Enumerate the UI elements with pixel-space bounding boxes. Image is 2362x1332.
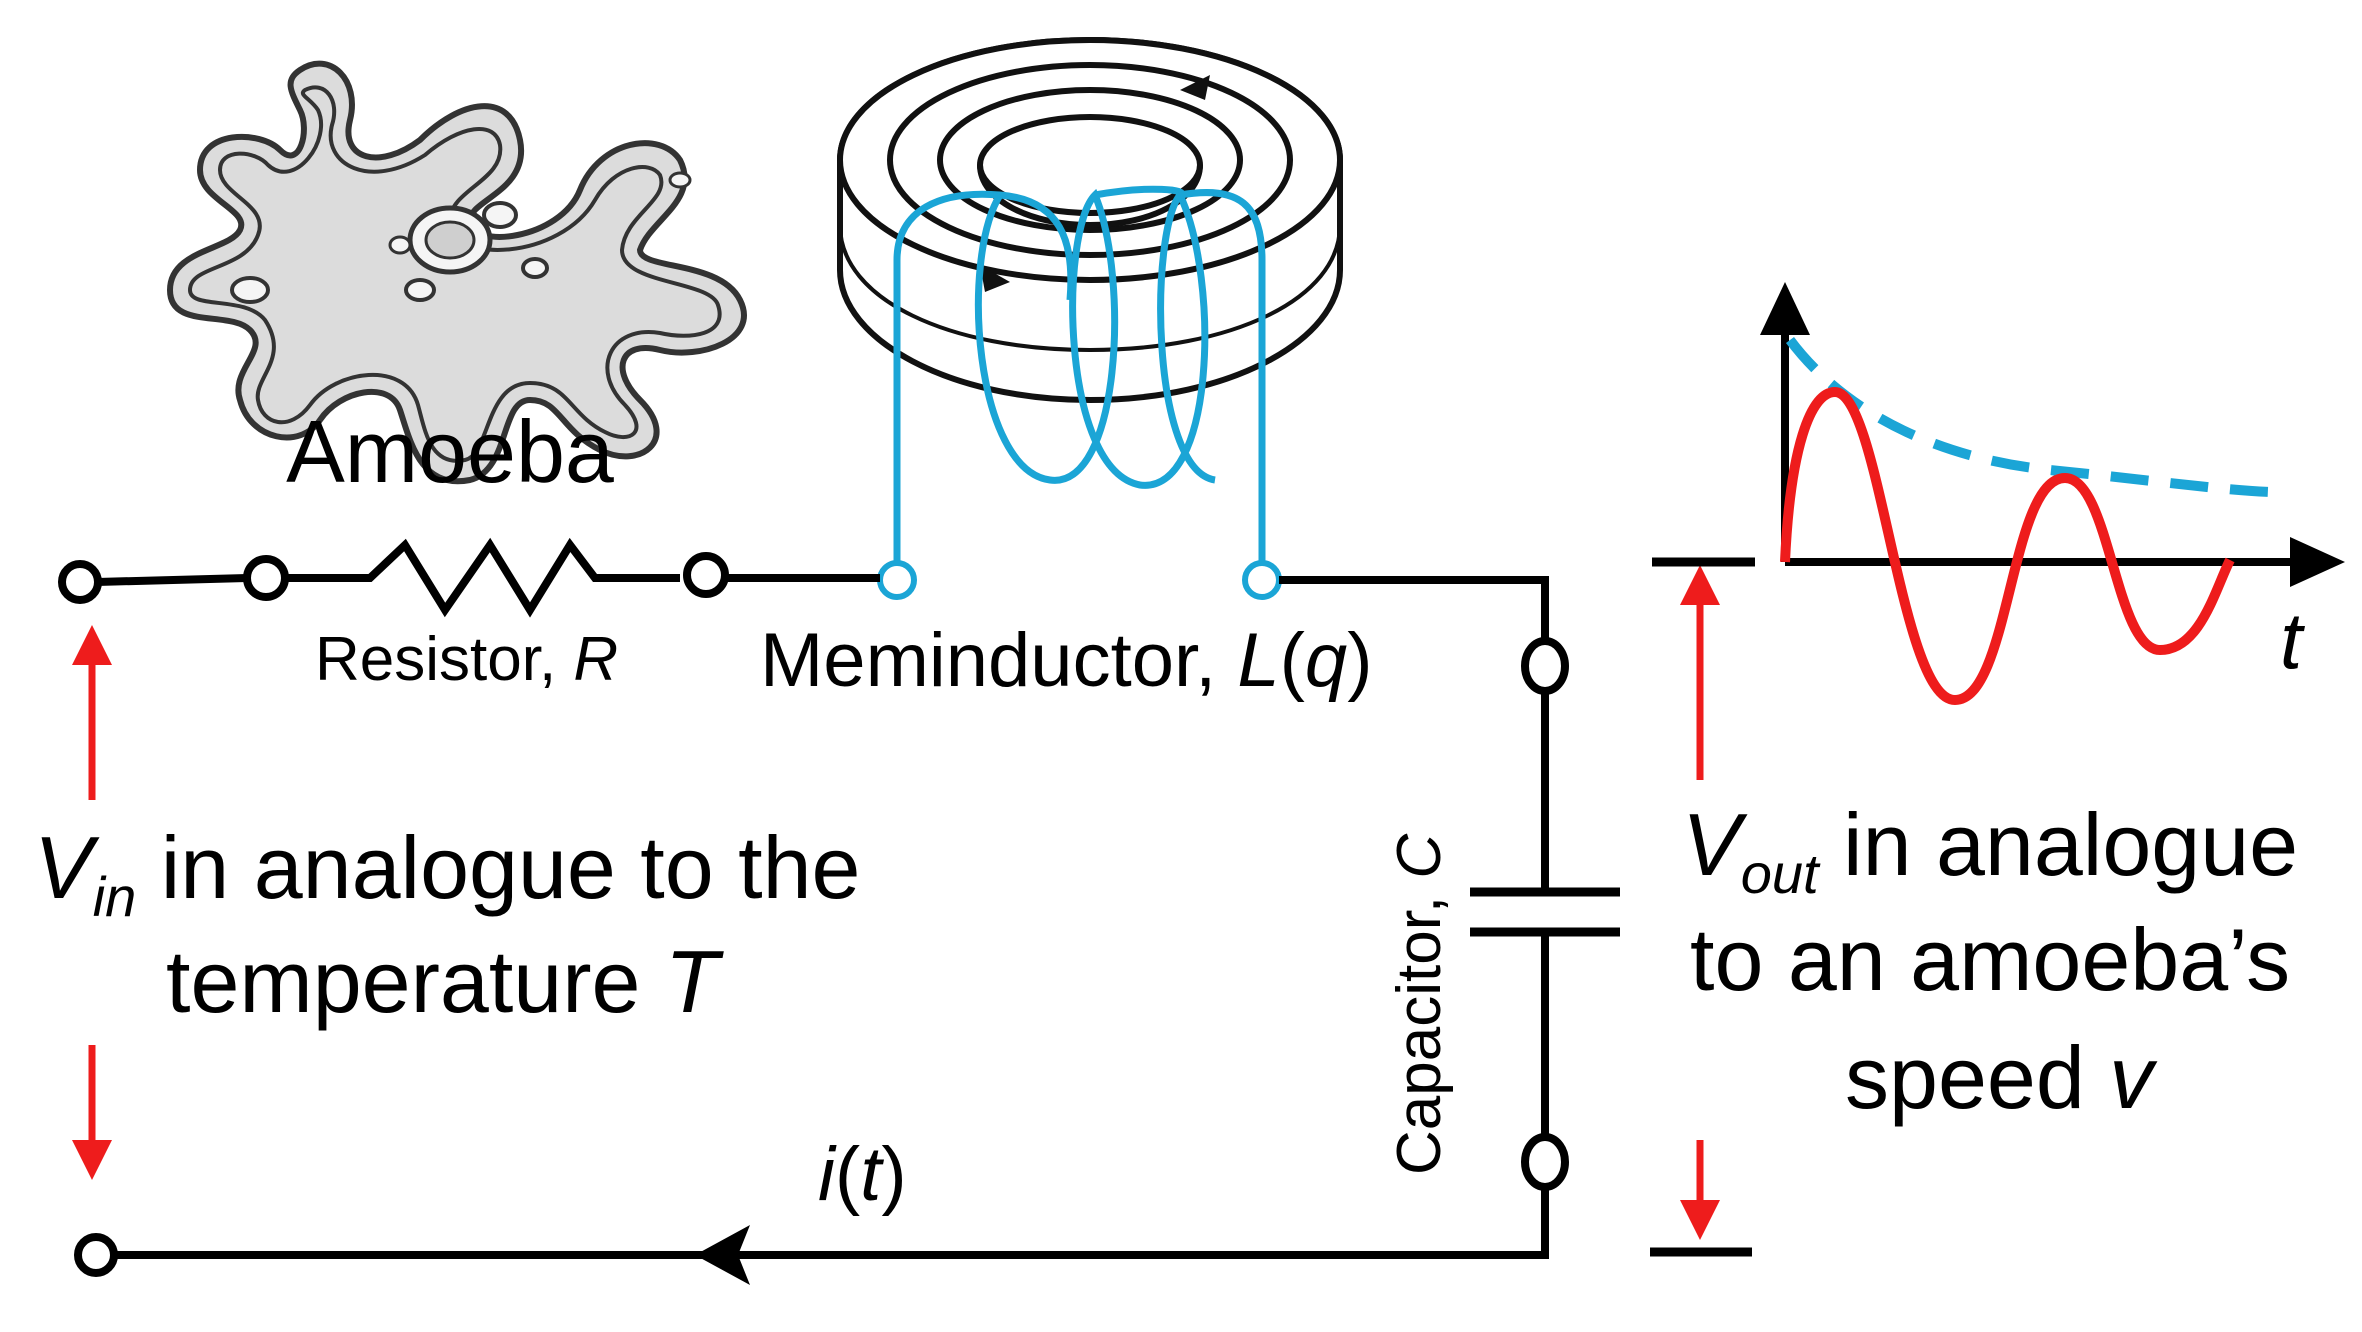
circuit-wires — [96, 537, 1549, 1259]
toroid-core — [837, 37, 1343, 404]
time-axis-label: t — [2280, 596, 2305, 685]
plot-y-axis-arrow — [1760, 282, 1810, 335]
plot-x-axis-arrow — [2290, 537, 2345, 587]
vout-description-line2: to an amoeba’s — [1690, 910, 2290, 1009]
coil-terminal-right — [1242, 560, 1282, 600]
vin-description-line1: Vin in analogue to the — [34, 818, 860, 928]
current-label: i(t) — [818, 1132, 907, 1217]
meminductor-label: Meminductor, L(q) — [760, 618, 1373, 703]
flux-arrows — [980, 75, 1210, 292]
damped-oscillation — [1780, 386, 2235, 706]
meminductor-coil — [893, 185, 1266, 575]
output-plot: t — [1760, 282, 2345, 706]
current-direction-arrow — [695, 1225, 750, 1285]
amoeba-illustration — [166, 60, 747, 485]
capacitor-terminal-top — [1521, 637, 1569, 695]
input-terminal-bottom — [74, 1233, 118, 1277]
vout-arrows — [1680, 565, 1720, 1240]
capacitor-terminal-bottom — [1521, 1133, 1569, 1191]
vout-description-line3: speed v — [1845, 1028, 2158, 1127]
amoeba-label: Amoeba — [286, 402, 614, 501]
coil-terminal-left — [877, 560, 917, 600]
vin-description-line2: temperature T — [166, 932, 724, 1031]
vin-arrows — [72, 625, 112, 1180]
vout-description-line1: Vout in analogue — [1682, 795, 2298, 905]
capacitor-symbol — [1470, 887, 1620, 937]
resistor-terminal-right — [683, 552, 729, 598]
resistor-terminal-left — [243, 555, 289, 601]
resistor-label: Resistor, R — [315, 625, 618, 694]
capacitor-label: Capacitor, C — [1385, 833, 1454, 1175]
decay-envelope — [1786, 336, 2271, 497]
input-terminal-top — [58, 560, 102, 604]
